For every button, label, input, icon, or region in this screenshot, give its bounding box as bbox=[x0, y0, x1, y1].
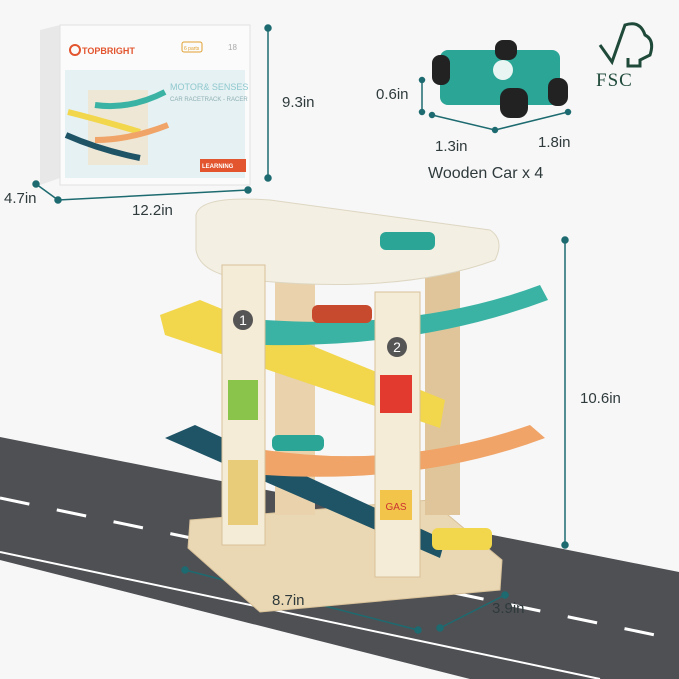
product-box bbox=[40, 24, 251, 186]
box-subtitle: CAR RACETRACK - RACER bbox=[170, 97, 248, 103]
road-edge-line bbox=[0, 551, 601, 679]
box-title: MOTOR& SENSES bbox=[170, 82, 248, 92]
toy-width-label: 8.7in bbox=[272, 592, 305, 609]
wooden-car bbox=[432, 40, 568, 118]
toy-height-label: 10.6in bbox=[580, 390, 621, 407]
car-height-label: 0.6in bbox=[376, 86, 409, 103]
pillar-2 bbox=[374, 291, 421, 578]
box-brand: TOPBRIGHT bbox=[82, 46, 135, 56]
car-caption: Wooden Car x 4 bbox=[428, 165, 544, 182]
box-age: 18 bbox=[228, 43, 237, 52]
gas-label: GAS bbox=[385, 502, 406, 513]
pillar-number-2: 2 bbox=[393, 339, 401, 355]
box-parts: 6 parts bbox=[184, 46, 200, 52]
racetrack-toy bbox=[160, 198, 548, 613]
car-width-label: 1.8in bbox=[538, 134, 571, 151]
brand-logo-icon bbox=[69, 44, 81, 56]
fsc-label: FSC bbox=[596, 70, 633, 91]
teal-ramp bbox=[265, 285, 548, 346]
car-length-label: 1.3in bbox=[435, 138, 468, 155]
box-width-label: 12.2in bbox=[132, 202, 173, 219]
pillar-number-1: 1 bbox=[239, 312, 247, 328]
toy-depth-label: 3.9in bbox=[492, 600, 525, 617]
orange-ramp bbox=[265, 425, 545, 477]
box-badge: LEARNING bbox=[202, 164, 234, 170]
box-depth-label: 4.7in bbox=[4, 190, 37, 207]
fsc-logo-icon bbox=[598, 22, 654, 68]
box-height-label: 9.3in bbox=[282, 94, 315, 111]
